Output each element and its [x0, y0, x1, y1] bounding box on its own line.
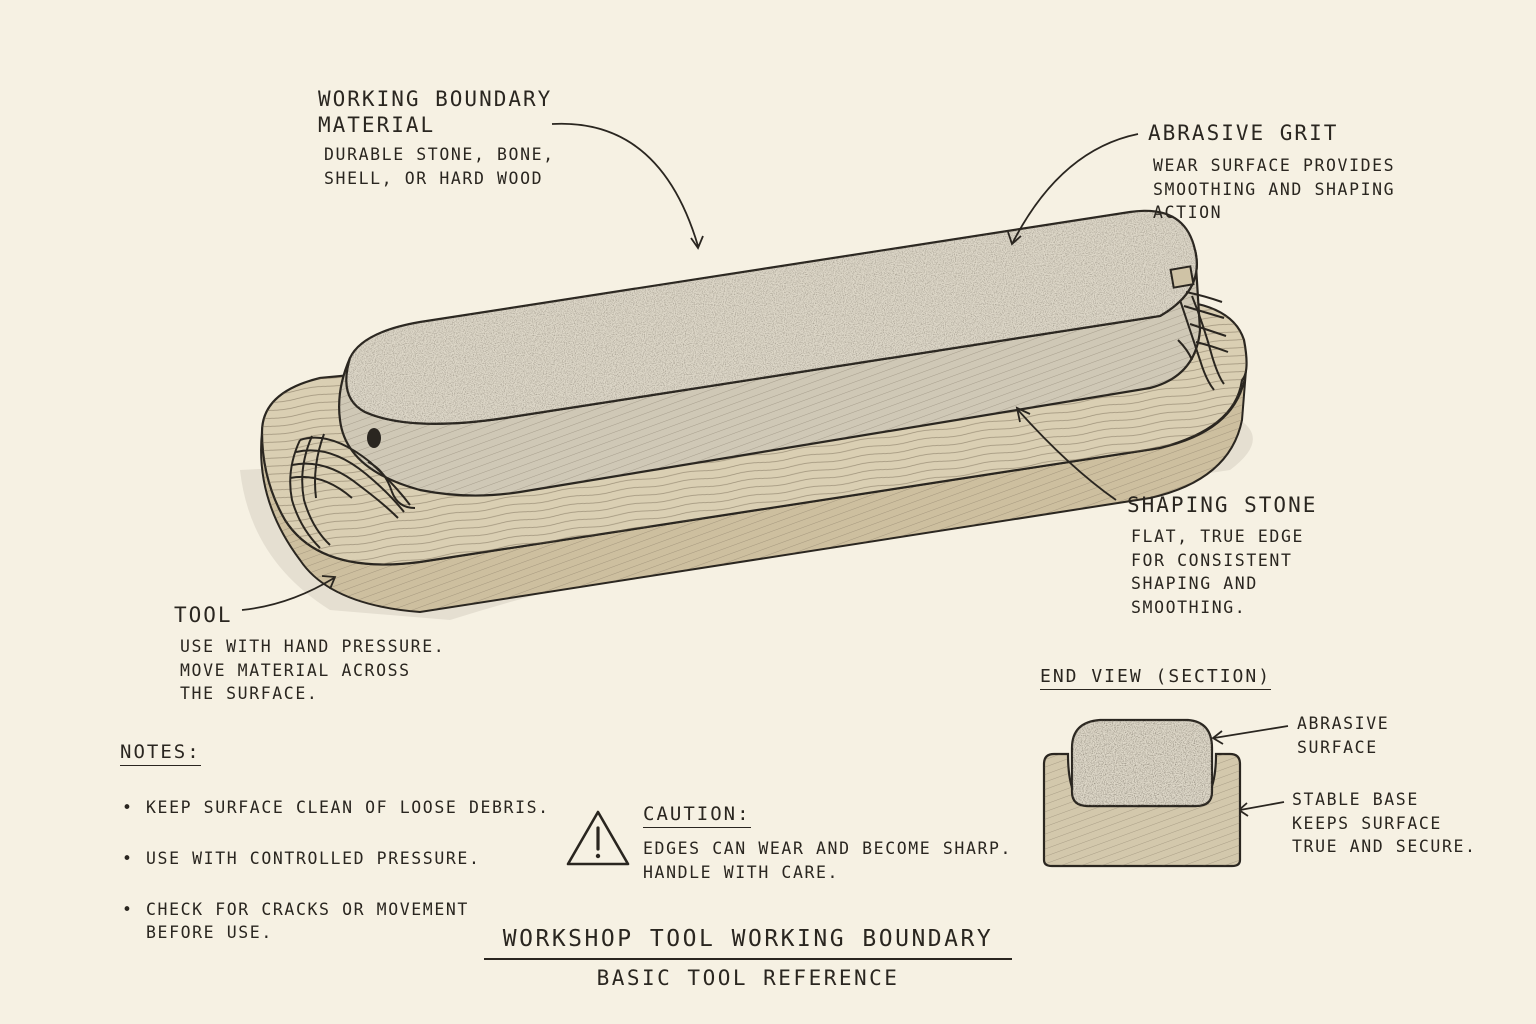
- abrasive-grit-desc: WEAR SURFACE PROVIDES SMOOTHING AND SHAP…: [1153, 156, 1396, 222]
- shaping-stone-title: SHAPING STONE: [1127, 493, 1318, 517]
- rope-binding-right: [1169, 265, 1229, 391]
- page-subtitle: BASIC TOOL REFERENCE: [596, 966, 900, 990]
- leader-arrows: [241, 122, 1289, 817]
- note-item: CHECK FOR CRACKS OR MOVEMENT BEFORE USE.: [120, 898, 550, 945]
- shaping-stone-desc: FLAT, TRUE EDGE FOR CONSISTENT SHAPING A…: [1131, 527, 1305, 617]
- tool-desc: USE WITH HAND PRESSURE. MOVE MATERIAL AC…: [180, 637, 446, 703]
- working-boundary-desc: DURABLE STONE, BONE, SHELL, OR HARD WOOD: [324, 145, 555, 188]
- notes-heading: NOTES:: [120, 741, 201, 766]
- working-boundary-title: WORKING BOUNDARY MATERIAL: [318, 87, 553, 137]
- abrasive-surface-label: ABRASIVE SURFACE: [1297, 714, 1390, 757]
- notes-list: KEEP SURFACE CLEAN OF LOOSE DEBRIS. USE …: [120, 772, 550, 968]
- end-view-heading: END VIEW (SECTION): [1040, 666, 1272, 690]
- caution-text: EDGES CAN WEAR AND BECOME SHARP. HANDLE …: [643, 839, 1013, 882]
- stable-base-label: STABLE BASE KEEPS SURFACE TRUE AND SECUR…: [1292, 790, 1477, 856]
- notes-panel: NOTES: KEEP SURFACE CLEAN OF LOOSE DEBRI…: [120, 741, 550, 968]
- note-item: KEEP SURFACE CLEAN OF LOOSE DEBRIS.: [120, 796, 550, 820]
- abrasive-grit-title: ABRASIVE GRIT: [1148, 121, 1339, 145]
- warning-triangle-icon: [566, 810, 630, 866]
- caution-heading: CAUTION:: [643, 803, 751, 828]
- tool-title: TOOL: [174, 603, 233, 627]
- note-item: USE WITH CONTROLLED PRESSURE.: [120, 847, 550, 871]
- page-title: WORKSHOP TOOL WORKING BOUNDARY: [484, 926, 1012, 960]
- end-view-section: [1042, 718, 1242, 868]
- rope-binding-left: [289, 433, 416, 549]
